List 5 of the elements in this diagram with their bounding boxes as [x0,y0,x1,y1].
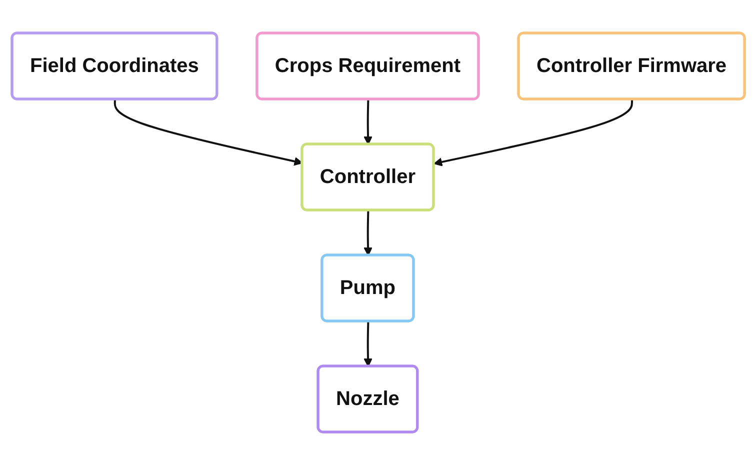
arrow [114,99,303,166]
arrow [433,99,633,166]
arrow [363,210,372,256]
arrow [363,99,372,145]
arrow [363,321,372,367]
